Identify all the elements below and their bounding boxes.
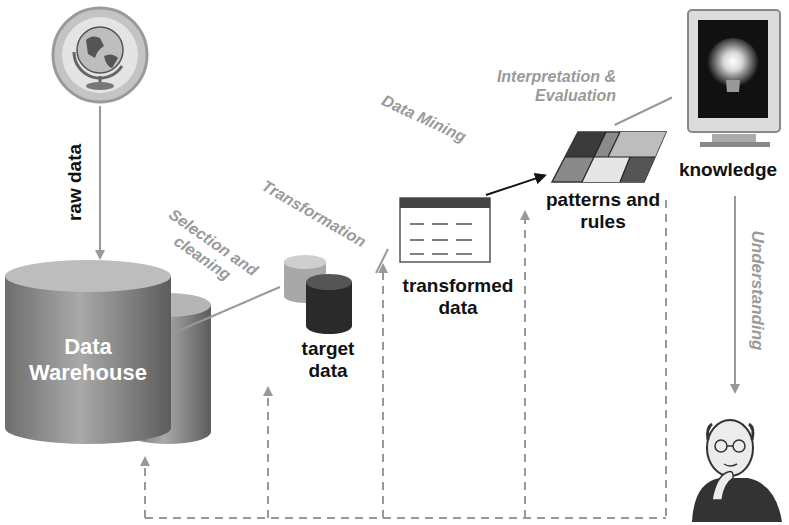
step-label: Interpretation & Evaluation xyxy=(476,67,616,105)
thinking-person xyxy=(692,420,782,522)
flow-label: Understanding xyxy=(748,228,767,352)
flow-connector xyxy=(171,287,280,334)
table-icon xyxy=(400,198,490,262)
node-label: target data xyxy=(280,338,376,382)
flow-connector xyxy=(486,175,545,195)
warehouse-cylinders xyxy=(5,260,211,444)
warehouse-node: Data Warehouse xyxy=(5,262,171,442)
transformed-data-node: transformed data xyxy=(388,195,528,345)
flow-connector xyxy=(615,98,672,126)
raw-data-arrow xyxy=(99,106,101,258)
node-label: Data Warehouse xyxy=(5,334,171,386)
feedback-lines xyxy=(145,200,666,518)
puzzle-icon xyxy=(552,132,666,182)
step-label: Transformation xyxy=(249,170,380,256)
node-label: transformed data xyxy=(388,275,528,319)
node-label: patterns and rules xyxy=(545,189,661,233)
patterns-node: patterns and rules xyxy=(545,125,661,245)
globe-icon xyxy=(53,8,147,102)
monitor-icon xyxy=(688,10,780,147)
knowledge-node: knowledge xyxy=(672,5,784,190)
flow-connector xyxy=(376,249,388,273)
understanding-arrow xyxy=(734,196,736,392)
target-cylinders xyxy=(284,255,352,334)
target-data-node: target data xyxy=(280,252,376,392)
node-label: knowledge xyxy=(672,159,784,181)
flow-label: raw data xyxy=(65,141,84,223)
step-label: Data Mining xyxy=(366,84,483,152)
